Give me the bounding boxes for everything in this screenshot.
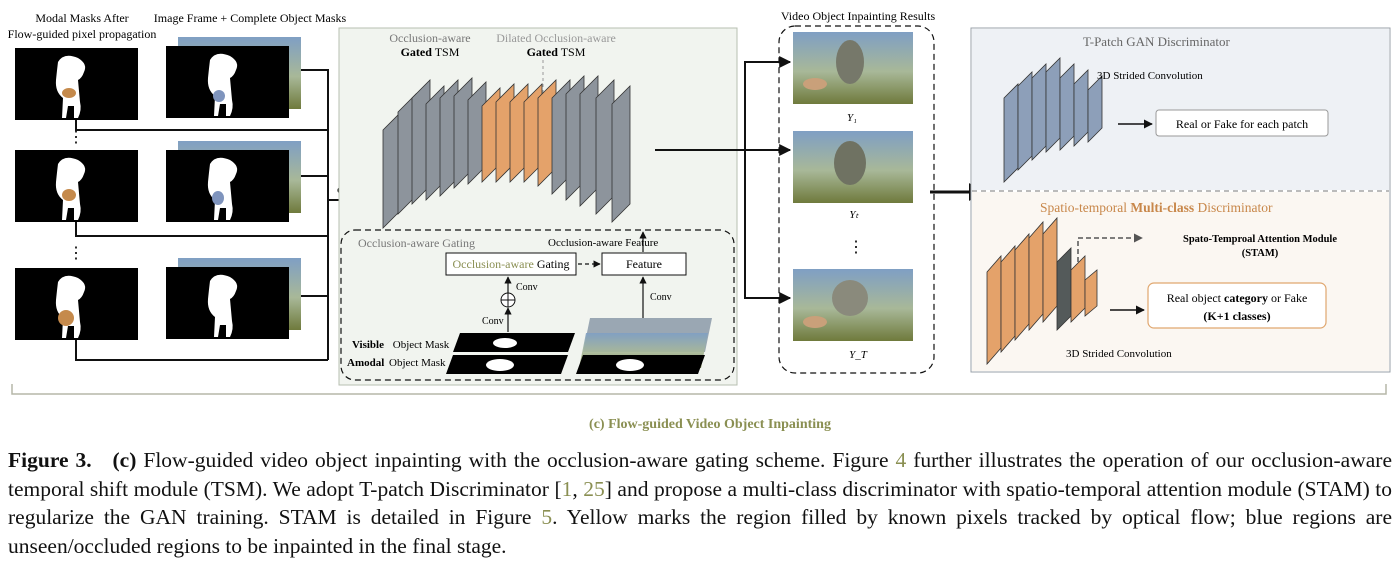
occlusion-gating-box	[340, 229, 735, 381]
generator-output-line-bottom	[744, 150, 792, 304]
frame-mask-stack-1	[166, 37, 301, 118]
modal-masks-title-1: Modal Masks After	[35, 11, 128, 25]
modal-masks-title-2: Flow-guided pixel propagation	[8, 27, 157, 41]
tpatch-layer	[1059, 63, 1075, 151]
st-layer	[1042, 216, 1058, 324]
conv-label-3: Conv	[650, 292, 672, 303]
tpatch-layer	[1003, 83, 1019, 183]
tpatch-layer	[1045, 57, 1061, 153]
feature-node	[601, 252, 687, 276]
generator-layer	[611, 85, 631, 223]
frame-mask-stack-2	[166, 141, 301, 222]
gating-node	[445, 252, 577, 276]
stam-layer	[1056, 247, 1072, 331]
visible-mask-label: Visible Object Mask	[352, 339, 450, 351]
real-fake-patch-label: Real or Fake for each patch	[1176, 117, 1308, 131]
figure-brace	[11, 384, 1387, 395]
stam-pointer	[1077, 233, 1143, 262]
dilated-tsm-title-line2: Gated TSM	[527, 45, 586, 59]
real-fake-patch-box	[1155, 109, 1329, 137]
stam-abbr-label: (STAM)	[1242, 248, 1279, 259]
classes-label: (K+1 classes)	[1203, 309, 1270, 323]
st-discriminator-title: Spatio-temporal Multi-class Discriminato…	[1040, 200, 1273, 215]
modal-mask-frame-3	[15, 268, 138, 340]
conv-label-2: Conv	[482, 316, 504, 327]
st-layer-stack	[986, 216, 1098, 366]
generator-layer-stack	[382, 75, 631, 229]
figure-caption: Figure 3. (c) Flow-guided video object i…	[8, 446, 1392, 560]
tpatch-layer	[1073, 69, 1089, 147]
concat-connectors	[75, 69, 380, 361]
tpatch-conv-label: 3D Strided Convolution	[1097, 70, 1203, 82]
caption-text-2: further illustrates the operation of our…	[8, 448, 1392, 501]
frame-masks-title: Image Frame + Complete Object Masks	[154, 11, 347, 25]
caption-ref-fig4[interactable]: 4	[895, 448, 907, 472]
gating-node-label: Occlusion-aware Gating	[453, 257, 570, 271]
result-frame-t	[793, 131, 913, 203]
generator-output-line	[655, 56, 792, 151]
caption-ref-1[interactable]: 1	[561, 476, 573, 501]
modal-mask-frame-1	[15, 48, 138, 120]
gated-tsm-title-line1: Occlusion-aware	[389, 31, 470, 45]
st-layer	[1028, 220, 1044, 332]
dilated-tsm-title-line1: Dilated Occlusion-aware	[496, 31, 616, 45]
plus-node	[500, 292, 516, 308]
result-label-yT: Y_T	[849, 349, 868, 361]
st-conv-label: 3D Strided Convolution	[1066, 348, 1172, 360]
st-layer	[986, 254, 1002, 366]
generator-layer	[579, 75, 599, 207]
result-label-yt: Yₜ	[849, 209, 859, 221]
results-title: Video Object Inpainting Results	[781, 9, 936, 23]
dots-left-2: ⋮	[68, 245, 84, 262]
amodal-object-mask	[446, 355, 568, 374]
occlusion-gating-title: Occlusion-aware Gating	[358, 236, 475, 250]
results-dots: ⋮	[848, 239, 864, 256]
caption-ref-25[interactable]: 25	[583, 476, 605, 501]
result-frame-T	[793, 269, 913, 341]
stam-label: Spato-Temproal Attention Module	[1183, 234, 1337, 245]
tpatch-title: T-Patch GAN Discriminator	[1083, 34, 1230, 49]
feature-node-label: Feature	[626, 257, 662, 271]
occlusion-aware-feature-label: Occlusion-aware Feature	[548, 237, 658, 249]
caption-ref-fig5[interactable]: 5	[541, 505, 553, 529]
dots-left-1: ⋮	[68, 129, 84, 146]
result-label-y1: Y₁	[847, 112, 857, 124]
st-layer	[1014, 232, 1030, 342]
results-box	[778, 25, 935, 374]
caption-text-1: Flow-guided video object inpainting with…	[136, 448, 896, 472]
tpatch-layer	[1031, 63, 1047, 161]
input-image-frames	[576, 318, 712, 374]
tpatch-layer-stack	[1003, 57, 1103, 183]
frame-mask-stack-3	[166, 258, 301, 339]
tpatch-layer	[1087, 75, 1103, 143]
figure-diagram: Modal Masks After Flow-guided pixel prop…	[8, 9, 1391, 432]
tpatch-layer	[1017, 71, 1033, 171]
caption-text-4: . Yellow marks the region filled by know…	[8, 505, 1392, 558]
real-object-box	[1147, 282, 1327, 329]
visible-object-mask	[453, 333, 575, 352]
modal-mask-frame-2	[15, 150, 138, 222]
caption-figure-number: Figure 3.	[8, 448, 92, 472]
result-frame-1	[793, 32, 913, 104]
conv-label-1: Conv	[516, 282, 538, 293]
real-object-label: Real object category or Fake	[1167, 291, 1308, 305]
panel-subtitle: (c) Flow-guided Video Object Inpainting	[589, 417, 831, 432]
caption-ref-sep: ,	[572, 476, 584, 501]
caption-text-3: ] and propose a multi-class discriminato…	[8, 476, 1393, 530]
st-layer	[1084, 269, 1098, 317]
st-layer	[1000, 244, 1016, 354]
generator-layer	[595, 79, 615, 215]
gated-tsm-title-line2: Gated TSM	[401, 45, 460, 59]
amodal-mask-label: Amodal Object Mask	[347, 357, 446, 369]
caption-panel-c: (c)	[112, 448, 137, 472]
